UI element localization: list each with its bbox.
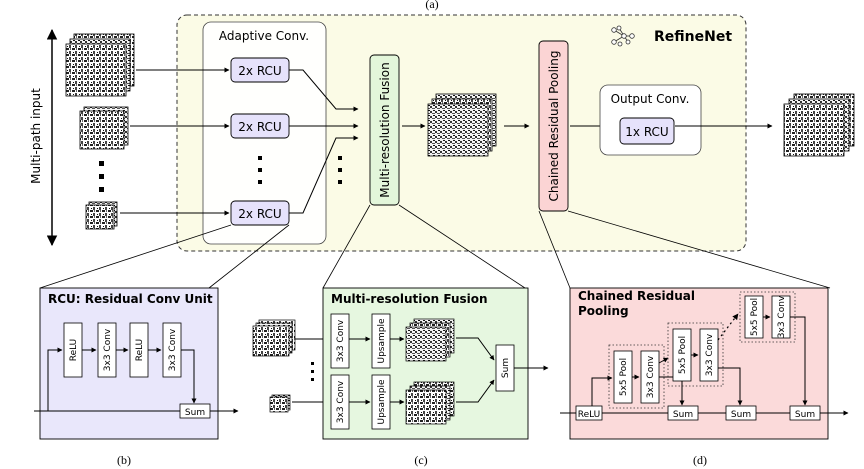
crp-pool-2: 5x5 Pool xyxy=(672,328,692,382)
panel-rcu-title: RCU: Residual Conv Unit xyxy=(48,292,213,306)
rcu-box-2: 2x RCU xyxy=(230,113,290,139)
mrf-sum: Sum xyxy=(495,344,515,392)
svg-text:5x5 Pool: 5x5 Pool xyxy=(678,336,688,374)
svg-text:Upsample: Upsample xyxy=(377,379,387,424)
multi-resolution-fusion-block xyxy=(369,54,400,206)
multi-path-label: Multi-path input xyxy=(29,88,43,184)
svg-text:3x3 Conv: 3x3 Conv xyxy=(705,333,715,376)
rcu-conv-2: 3x3 Conv xyxy=(162,322,182,378)
svg-text:3x3 Conv: 3x3 Conv xyxy=(646,355,656,398)
output-image-stack xyxy=(783,93,855,157)
input-image-stack-1 xyxy=(65,33,135,97)
svg-text:5x5 Pool: 5x5 Pool xyxy=(750,298,760,336)
refinenet-brand: RefineNet xyxy=(654,29,732,45)
input-image-stack-3 xyxy=(85,201,118,230)
mrf-vertical-label: Multi-resolution Fusion xyxy=(378,62,392,197)
svg-text:ReLU: ReLU xyxy=(578,410,601,420)
caption-b: (b) xyxy=(117,453,131,467)
crp-conv-3: 3x3 Conv xyxy=(771,295,791,339)
rcu-relu-1: ReLU xyxy=(63,322,83,378)
rcu-1x-box: 1x RCU xyxy=(619,117,675,145)
ellipsis-dots xyxy=(99,161,104,192)
mrf-input-image-1 xyxy=(252,319,296,357)
mrf-feature-stack-1 xyxy=(405,318,455,362)
ellipsis-dots xyxy=(311,362,314,381)
panel-crp-title-line1: Chained Residual xyxy=(578,289,695,303)
mrf-input-image-2 xyxy=(269,394,291,413)
panel-mrf-title: Multi-resolution Fusion xyxy=(331,292,488,306)
svg-text:2x RCU: 2x RCU xyxy=(238,207,281,221)
crp-sum-1: Sum xyxy=(667,405,699,421)
rcu-box-3: 2x RCU xyxy=(230,200,290,226)
svg-text:2x RCU: 2x RCU xyxy=(238,64,281,78)
svg-text:1x RCU: 1x RCU xyxy=(625,125,668,139)
chained-residual-pooling-block xyxy=(538,40,569,212)
crp-pool-1: 5x5 Pool xyxy=(613,350,633,404)
rcu-box-1: 2x RCU xyxy=(230,57,290,83)
mrf-upsample-1: Upsample xyxy=(371,313,391,369)
crp-relu: ReLU xyxy=(575,405,603,421)
crp-sum-3: Sum xyxy=(789,405,821,421)
crp-block-1 xyxy=(608,344,665,409)
top-caption: (a) xyxy=(425,0,438,11)
panel-crp-title-line2: Pooling xyxy=(578,304,629,318)
ellipsis-dots xyxy=(338,156,342,184)
arrow-rcu-3 xyxy=(289,135,359,214)
output-conv-label: Output Conv. xyxy=(611,92,690,106)
rcu-sum: Sum xyxy=(179,403,211,419)
rcu-branch xyxy=(47,347,63,411)
crp-sum-2: Sum xyxy=(725,405,757,421)
svg-text:Sum: Sum xyxy=(795,410,815,420)
crp-pool-3: 5x5 Pool xyxy=(744,295,764,339)
svg-text:3x3 Conv: 3x3 Conv xyxy=(103,328,113,371)
fused-image-stack xyxy=(427,93,497,157)
mrf-conv-2: 3x3 Conv xyxy=(330,374,350,430)
svg-text:5x5 Pool: 5x5 Pool xyxy=(619,358,629,396)
svg-text:Sum: Sum xyxy=(501,358,511,378)
input-image-stack-2 xyxy=(79,106,129,150)
adaptive-conv-label: Adaptive Conv. xyxy=(219,29,309,43)
crp-block-2 xyxy=(667,322,724,387)
svg-text:ReLU: ReLU xyxy=(69,339,79,362)
crp-conv-1: 3x3 Conv xyxy=(640,350,660,404)
mrf-upsample-2: Upsample xyxy=(371,374,391,430)
mrf-conv-1: 3x3 Conv xyxy=(330,313,350,369)
svg-text:3x3 Conv: 3x3 Conv xyxy=(336,380,346,423)
svg-text:Sum: Sum xyxy=(185,408,205,418)
crp-conv-2: 3x3 Conv xyxy=(699,328,719,382)
caption-d: (d) xyxy=(693,453,707,467)
svg-text:Upsample: Upsample xyxy=(377,318,387,363)
svg-text:Sum: Sum xyxy=(673,410,693,420)
svg-text:ReLU: ReLU xyxy=(135,339,145,362)
arrow-rcu-1 xyxy=(289,69,359,112)
svg-text:3x3 Conv: 3x3 Conv xyxy=(168,328,178,371)
svg-text:Sum: Sum xyxy=(731,410,751,420)
caption-c: (c) xyxy=(414,453,427,467)
rcu-conv-1: 3x3 Conv xyxy=(97,322,117,378)
mrf-feature-stack-2 xyxy=(405,381,455,425)
zoom-lines xyxy=(39,204,831,289)
network-icon xyxy=(611,25,635,47)
svg-text:3x3 Conv: 3x3 Conv xyxy=(336,319,346,362)
svg-text:2x RCU: 2x RCU xyxy=(238,120,281,134)
rcu-relu-2: ReLU xyxy=(129,322,149,378)
ellipsis-dots xyxy=(258,156,262,184)
crp-vertical-label: Chained Residual Pooling xyxy=(547,51,561,202)
svg-text:3x3 Conv: 3x3 Conv xyxy=(777,295,787,338)
